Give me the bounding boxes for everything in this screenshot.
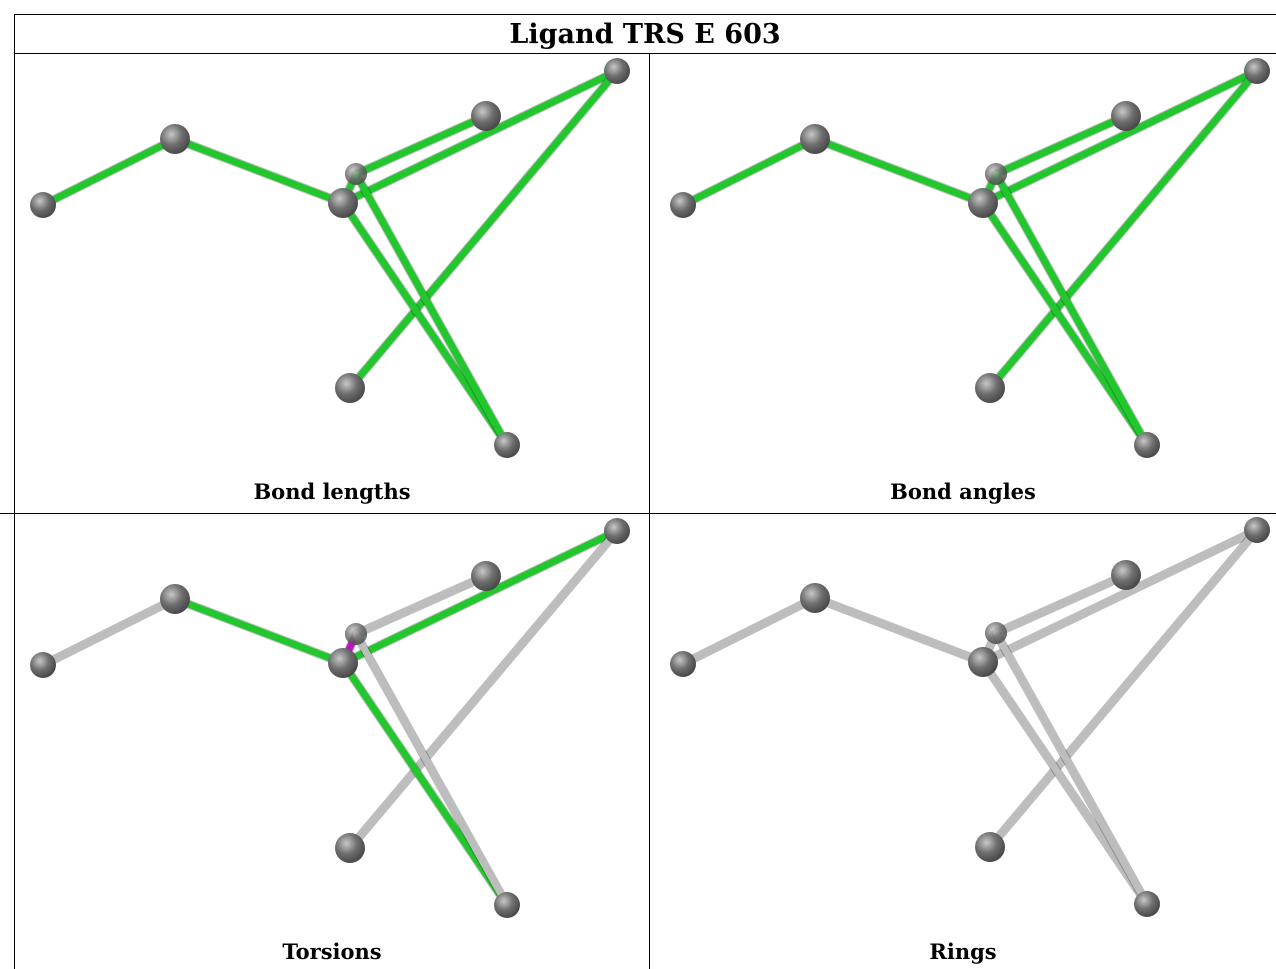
title-divider	[14, 53, 1276, 54]
atom-a5	[1111, 101, 1141, 131]
bond-a4-a5-unchecked	[992, 571, 1130, 637]
bond-a6-a7-unchecked	[986, 526, 1261, 851]
atom-a5	[1111, 560, 1141, 590]
bond-a6-a7-pass	[346, 67, 621, 392]
bond-a4-a5-unchecked	[352, 572, 490, 638]
bond-a6-a7-unchecked	[346, 527, 621, 852]
bond-a2-a3-unchecked	[811, 594, 987, 666]
atom-a8	[494, 432, 520, 458]
bond-a8-a9-pass	[352, 170, 511, 449]
atom-a5	[471, 101, 501, 131]
bond-a1-a2-pass	[679, 135, 819, 209]
atom-a7	[335, 373, 365, 403]
panel-torsions: Torsions	[15, 514, 649, 969]
bond-a3-a6-unchecked	[979, 526, 1261, 666]
row-divider	[0, 513, 1276, 514]
panel-rings: Rings	[650, 514, 1276, 969]
bond-a3-a8-pass	[339, 659, 511, 909]
atom-a3	[328, 648, 358, 678]
atom-a5	[471, 561, 501, 591]
atom-a8	[1134, 432, 1160, 458]
atom-a7	[975, 832, 1005, 862]
bond-a1-a2-pass	[39, 135, 179, 209]
atom-a2	[800, 583, 830, 613]
bond-a4-a5-pass	[352, 112, 490, 178]
caption-bond-angles: Bond angles	[890, 479, 1036, 504]
figure-title: Ligand TRS E 603	[509, 18, 781, 50]
bond-a3-a8-pass	[339, 199, 511, 449]
atom-a9	[985, 622, 1007, 644]
bond-a3-a6-pass	[979, 67, 1261, 207]
atom-a7	[335, 833, 365, 863]
molecule-bond-lengths	[30, 58, 630, 458]
atom-a9	[345, 623, 367, 645]
atom-a3	[968, 647, 998, 677]
molecule-bond-angles	[670, 58, 1270, 458]
atom-a8	[1134, 891, 1160, 917]
top-border	[14, 14, 1276, 15]
atom-a3	[328, 188, 358, 218]
atom-a9	[985, 163, 1007, 185]
atom-a6	[604, 518, 630, 544]
bond-a8-a9-pass	[992, 170, 1151, 449]
bond-a3-a6-pass	[339, 67, 621, 207]
bond-a3-a6-pass	[339, 527, 621, 667]
caption-torsions: Torsions	[282, 939, 382, 964]
atom-a6	[604, 58, 630, 84]
caption-bond-lengths: Bond lengths	[253, 479, 411, 504]
left-border	[14, 14, 15, 969]
bond-a3-a8-unchecked	[979, 658, 1151, 908]
panel-bond-lengths: Bond lengths	[15, 54, 649, 513]
atom-a7	[975, 373, 1005, 403]
atom-a3	[968, 188, 998, 218]
atom-a1	[30, 652, 56, 678]
bond-a8-a9-unchecked	[352, 630, 511, 909]
atom-a6	[1244, 517, 1270, 543]
atom-a1	[670, 651, 696, 677]
atom-a8	[494, 892, 520, 918]
bond-a2-a3-pass	[171, 595, 347, 667]
bond-a1-a2-unchecked	[39, 595, 179, 669]
atom-a6	[1244, 58, 1270, 84]
bond-a4-a5-pass	[992, 112, 1130, 178]
bond-a6-a7-pass	[986, 67, 1261, 392]
column-divider	[649, 53, 650, 969]
caption-rings: Rings	[929, 939, 997, 964]
molecule-rings	[670, 517, 1270, 917]
bond-a1-a2-unchecked	[679, 594, 819, 668]
atom-a2	[800, 124, 830, 154]
atom-a1	[670, 192, 696, 218]
atom-a2	[160, 124, 190, 154]
bond-a8-a9-unchecked	[992, 629, 1151, 908]
atom-a2	[160, 584, 190, 614]
bond-a2-a3-pass	[171, 135, 347, 207]
molecule-torsions	[30, 518, 630, 918]
atom-a1	[30, 192, 56, 218]
bond-a2-a3-pass	[811, 135, 987, 207]
bond-a3-a8-pass	[979, 199, 1151, 449]
atom-a9	[345, 163, 367, 185]
panel-bond-angles: Bond angles	[650, 54, 1276, 513]
